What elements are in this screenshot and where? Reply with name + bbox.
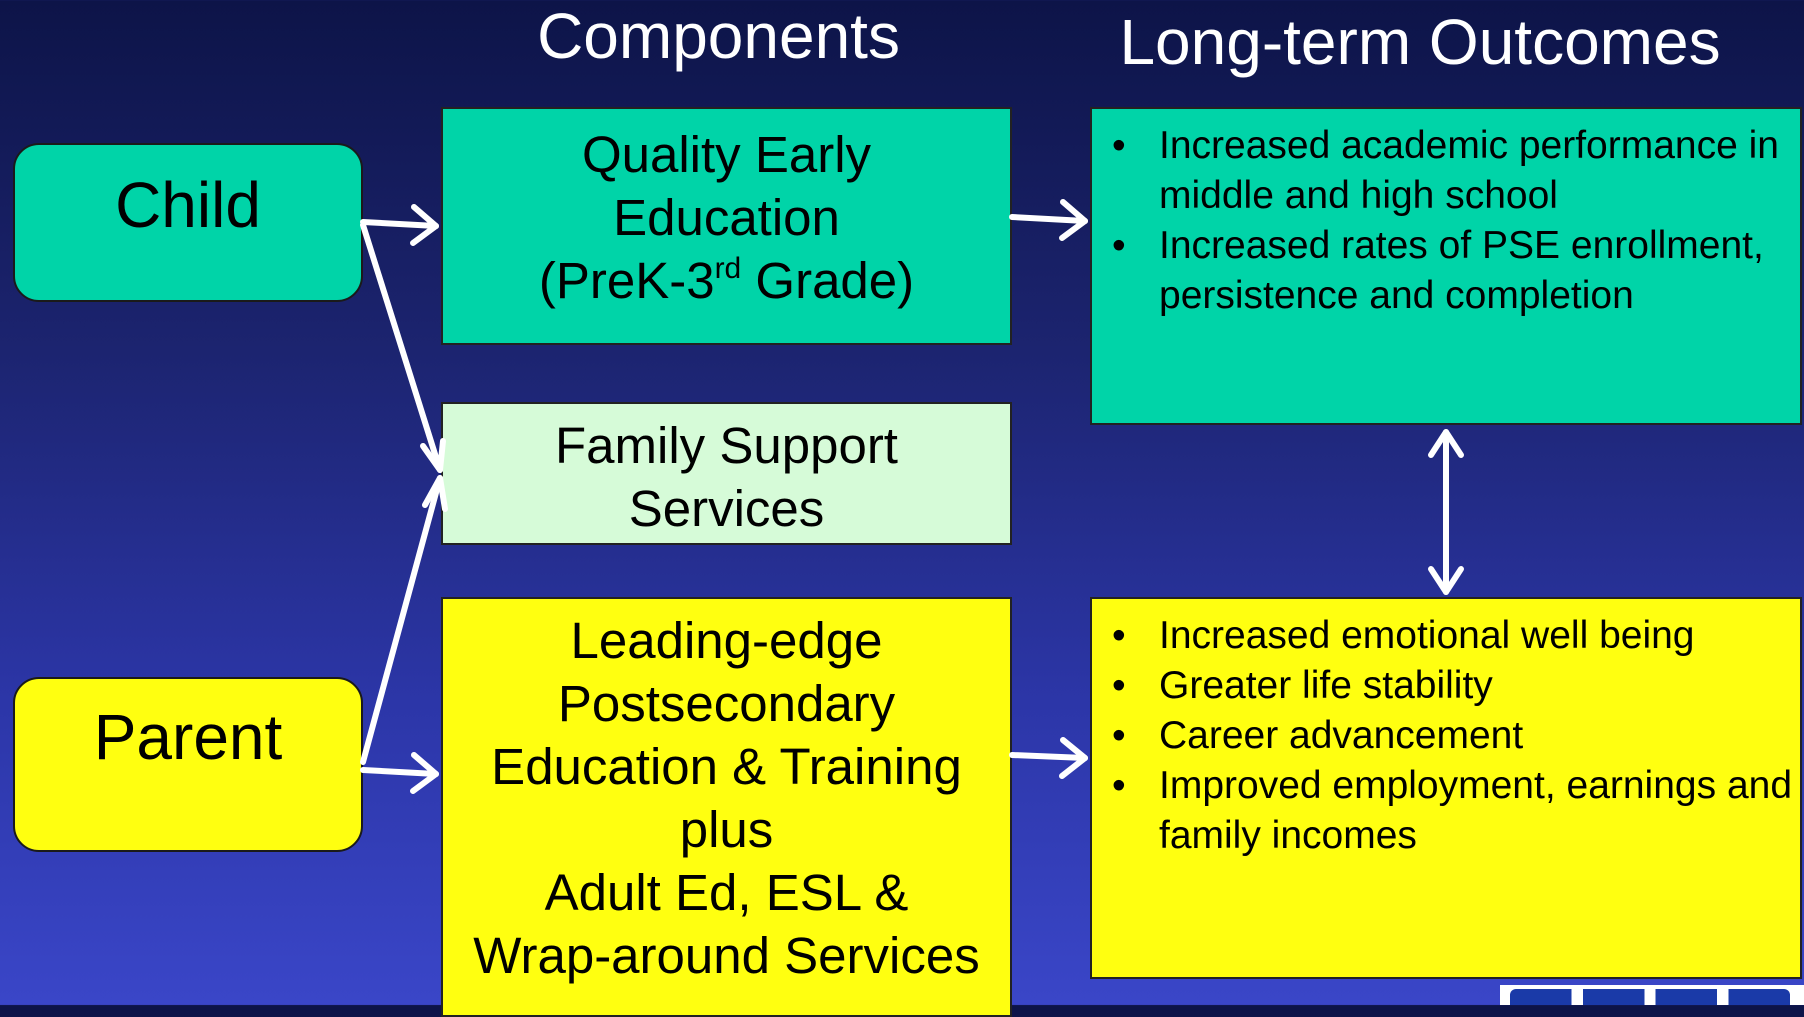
- bullet-icon: •: [1112, 124, 1126, 167]
- outcome-text: Improved employment, earnings and family…: [1159, 764, 1793, 857]
- child-outcomes-list: • Increased academic performance in middl…: [1092, 121, 1800, 321]
- parent-box: Parent: [13, 677, 363, 852]
- arrow-parent-to-postsecondary: [360, 767, 439, 777]
- pse-line-6: Wrap-around Services: [473, 927, 980, 984]
- list-item: • Improved employment, earnings and famil…: [1092, 761, 1800, 861]
- outcome-text: Increased academic performance in middle…: [1159, 124, 1779, 217]
- partial-logo: [1500, 985, 1804, 1005]
- list-item: • Increased emotional well being: [1092, 611, 1800, 661]
- bullet-icon: •: [1112, 614, 1126, 657]
- qee-line-2: Education: [613, 189, 840, 246]
- fss-line-1: Family Support: [555, 417, 898, 474]
- pse-line-4: plus: [679, 801, 774, 858]
- qee-line-3-prefix: (PreK-3: [538, 252, 715, 309]
- list-item: • Increased academic performance in middl…: [1092, 121, 1800, 221]
- arrow-early-education-to-outcomes: [1009, 214, 1088, 224]
- arrowhead-parent-to-postsecondary: [410, 752, 439, 794]
- qee-line-3-superscript: rd: [714, 252, 742, 285]
- arrowhead-parent-to-family-support: [422, 475, 448, 512]
- parent-outcomes-box: • Increased emotional well being • Greater…: [1090, 597, 1802, 979]
- fss-line-2: Services: [628, 480, 825, 537]
- postsecondary-education-box: Leading-edge Postsecondary Education & T…: [441, 597, 1012, 1017]
- outcome-text: Career advancement: [1159, 714, 1524, 757]
- arrowhead-outcomes-up: [1428, 429, 1464, 458]
- qee-line-3-suffix: Grade): [741, 252, 915, 309]
- partial-logo-mark: [1510, 989, 1790, 1005]
- qee-line-1: Quality Early: [581, 126, 872, 183]
- pse-line-3: Education & Training: [491, 738, 962, 795]
- family-support-services-box: Family Support Services: [441, 402, 1012, 545]
- list-item: • Career advancement: [1092, 711, 1800, 761]
- list-item: • Increased rates of PSE enrollment, pers…: [1092, 221, 1800, 321]
- qee-line-3: (PreK-3rd Grade): [443, 249, 1010, 312]
- parent-outcomes-list: • Increased emotional well being • Greater…: [1092, 611, 1800, 861]
- list-item: • Greater life stability: [1092, 661, 1800, 711]
- components-heading: Components: [537, 0, 900, 72]
- arrowhead-early-education-to-outcomes: [1059, 199, 1088, 241]
- arrowhead-postsecondary-to-outcomes: [1059, 737, 1088, 779]
- arrowhead-child-to-family-support: [420, 438, 446, 473]
- pse-line-1: Leading-edge: [570, 612, 883, 669]
- bullet-icon: •: [1112, 714, 1126, 757]
- bullet-icon: •: [1112, 664, 1126, 707]
- outcome-text: Greater life stability: [1159, 664, 1493, 707]
- child-outcomes-box: • Increased academic performance in middl…: [1090, 107, 1802, 425]
- parent-label: Parent: [93, 701, 283, 773]
- arrow-child-to-early-education: [360, 219, 439, 229]
- pse-line-5: Adult Ed, ESL &: [544, 864, 909, 921]
- arrowhead-outcomes-down: [1428, 566, 1464, 595]
- outcome-text: Increased emotional well being: [1159, 614, 1695, 657]
- arrow-postsecondary-to-outcomes: [1009, 752, 1088, 761]
- long-term-outcomes-heading: Long-term Outcomes: [1119, 6, 1721, 78]
- arrowhead-child-to-early-education: [410, 204, 439, 246]
- arrow-child-to-family-support: [360, 222, 443, 473]
- pse-line-2: Postsecondary: [557, 675, 896, 732]
- bullet-icon: •: [1112, 764, 1126, 807]
- quality-early-education-box: Quality Early Education (PreK-3rd Grade): [441, 107, 1012, 345]
- bullet-icon: •: [1112, 224, 1126, 267]
- child-box: Child: [13, 143, 363, 302]
- arrow-parent-to-family-support: [360, 475, 443, 765]
- outcome-text: Increased rates of PSE enrollment, persi…: [1159, 224, 1764, 317]
- child-label: Child: [115, 169, 261, 241]
